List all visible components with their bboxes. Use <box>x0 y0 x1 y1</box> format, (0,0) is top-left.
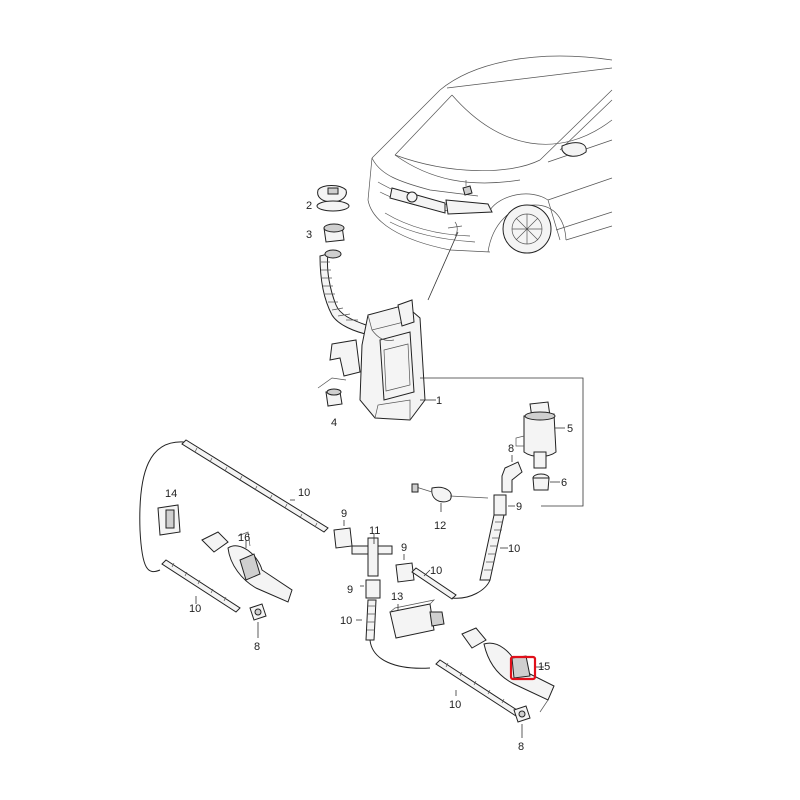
highlight-box <box>509 655 537 681</box>
hose-clip <box>411 483 489 512</box>
callout-6: 6 <box>561 477 567 489</box>
callout-15: 15 <box>538 661 550 673</box>
callout-8-right: 8 <box>518 741 524 753</box>
callout-13: 13 <box>391 591 403 603</box>
headlight-washer-nozzle-left <box>201 531 293 603</box>
callout-10-right-center: 10 <box>430 565 442 577</box>
headlight-washer-nozzle-right <box>461 627 555 713</box>
cap-spare <box>157 504 181 536</box>
t-piece-connector <box>351 534 393 577</box>
callout-10-right: 10 <box>508 543 520 555</box>
washer-reservoir <box>317 299 436 421</box>
callout-8-upper: 8 <box>508 443 514 455</box>
hose-right-center <box>411 567 491 600</box>
callout-1: 1 <box>436 395 442 407</box>
hose-vertical-right <box>479 514 508 581</box>
filler-hose <box>319 249 371 336</box>
callout-12: 12 <box>434 520 446 532</box>
callout-8-left: 8 <box>254 641 260 653</box>
callout-9-right: 9 <box>516 501 522 513</box>
callout-10-upper: 10 <box>298 487 310 499</box>
hose-short-center <box>356 599 431 669</box>
callout-3: 3 <box>306 229 312 241</box>
callout-10-left: 10 <box>189 603 201 615</box>
hose-coupler-right <box>493 494 515 516</box>
nozzle-tip-right <box>513 705 531 738</box>
nozzle-tip-left <box>249 603 267 638</box>
callout-4: 4 <box>331 417 337 429</box>
grommet <box>325 388 343 407</box>
filler-cap-seal <box>316 185 350 212</box>
hose-long-lower-left <box>161 559 241 613</box>
washer-pump <box>515 401 565 469</box>
callout-11: 11 <box>369 525 380 537</box>
pump-group-bracket <box>420 377 584 507</box>
callout-5: 5 <box>567 423 573 435</box>
callout-9-right-center: 9 <box>401 542 407 554</box>
callout-10-center: 10 <box>340 615 352 627</box>
pump-grommet <box>532 473 560 491</box>
hose-coupler-right-center <box>395 554 415 583</box>
callout-9-center: 9 <box>341 508 347 520</box>
callout-9-lower: 9 <box>347 584 353 596</box>
callout-14: 14 <box>165 488 177 500</box>
callout-10-lower: 10 <box>449 699 461 711</box>
callout-16: 16 <box>238 532 250 544</box>
hose-coupler-lower-center <box>360 579 381 599</box>
hose-coupler-center <box>333 520 353 549</box>
hose-long-upper <box>139 439 329 572</box>
filler-neck-ring <box>323 223 345 243</box>
elbow-connector <box>501 455 523 493</box>
vehicle-illustration <box>367 55 613 301</box>
control-unit <box>389 599 445 639</box>
callout-2: 2 <box>306 200 312 212</box>
